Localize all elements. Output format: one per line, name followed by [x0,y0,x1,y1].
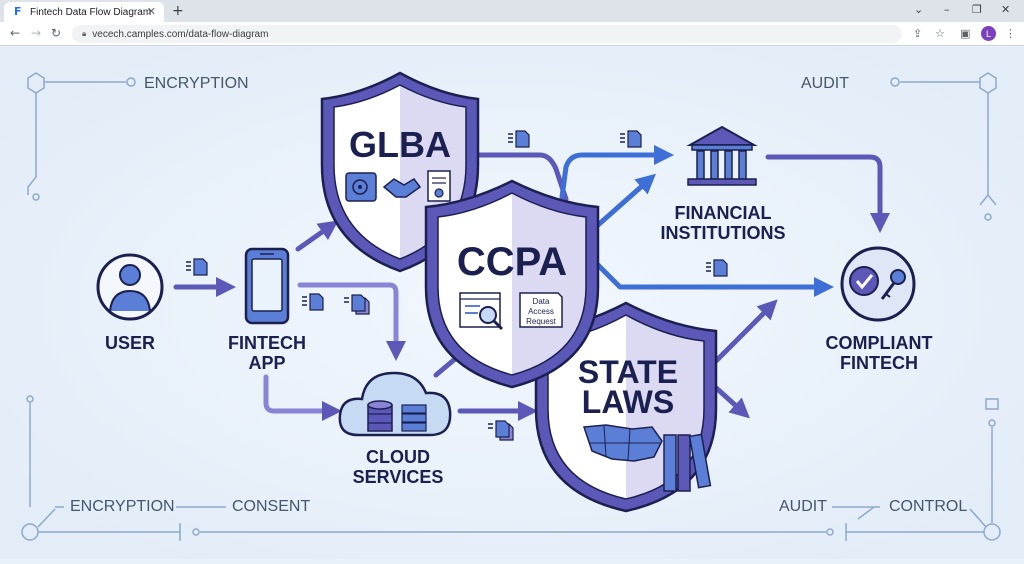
menu-kebab-icon[interactable]: ⋮ [1005,27,1016,40]
data-access-request-note: Data Access Request [519,292,563,328]
reload-icon[interactable]: ↻ [51,26,62,40]
ccpa-note-line-1: Data [533,297,550,306]
arrow-app-to-cloud [297,282,406,361]
label-consent: CONSENT [232,498,310,515]
compliant-label-2: FINTECH [840,353,918,373]
handshake-icon [382,178,422,198]
side-panel-icon[interactable]: ▣ [960,27,971,40]
back-icon[interactable]: ← [10,26,21,40]
minimize-icon[interactable]: – [944,3,950,16]
server-icon [401,404,427,432]
cloud-label-2: SERVICES [353,467,444,487]
safe-icon [345,172,377,202]
user-node: USER [96,253,164,353]
glba-shield: GLBA [320,71,480,273]
document-icon [620,130,642,148]
ccpa-label: CCPA [457,240,567,284]
ccpa-note-line-3: Request [526,317,557,326]
browser-tab[interactable]: F Fintech Data Flow Diagram ✕ [4,2,164,22]
state-laws-label-1: STATE [578,354,678,390]
magnifier-document-icon [459,292,504,331]
favicon-icon: F [14,5,22,18]
compliant-label-1: COMPLIANT [826,333,933,353]
arrow-app-to-glba [295,220,339,252]
institutions-label-1: FINANCIAL [675,203,772,223]
label-encryption-top: ENCRYPTION [144,75,249,92]
tab-title: Fintech Data Flow Diagram [30,6,152,18]
glba-label: GLBA [349,124,451,165]
tab-search-icon[interactable]: ⌄ [914,3,924,16]
document-icon [302,293,324,311]
flow-arrows [173,145,890,421]
financial-institutions-node: FINANCIAL INSTITUTIONS [661,125,786,243]
browser-toolbar: ← → ↻ 🔒︎ vecech.camples.com/data-flow-di… [0,22,1024,46]
compliant-fintech-node: COMPLIANT FINTECH [826,246,933,373]
forward-icon[interactable]: → [31,26,42,40]
institutions-label-2: INSTITUTIONS [661,223,786,243]
state-laws-shield: STATE LAWS [534,301,718,513]
fintech-app-label-2: APP [248,353,285,373]
document-icon [706,259,728,277]
close-tab-icon[interactable]: ✕ [146,5,156,18]
document-stack-icon [488,420,514,441]
new-tab-button[interactable]: + [172,3,184,19]
key-icon [880,269,906,300]
bookmark-star-icon[interactable]: ☆ [935,27,945,40]
user-label: USER [105,333,155,353]
us-map-icon [582,424,663,462]
check-shield-icon [849,266,879,296]
arrow-ccpa-to-institutions [595,173,656,228]
law-books-icon [663,433,712,492]
browser-tab-bar: F Fintech Data Flow Diagram ✕ + ⌄ – ❐ ✕ [0,0,1024,22]
user-icon [109,264,151,312]
ccpa-shield: CCPA Data Access Request [424,179,600,389]
label-audit-top: AUDIT [801,75,849,92]
url-text: vecech.camples.com/data-flow-diagram [92,28,269,40]
document-icon [508,130,530,148]
document-icons [186,130,728,441]
cloud-label-1: CLOUD [366,447,430,467]
corner-labels: ENCRYPTION AUDIT ENCRYPTION CONSENT AUDI… [70,75,967,515]
certificate-icon [427,170,451,202]
restore-icon[interactable]: ❐ [972,3,982,16]
bank-icon [686,125,758,186]
ccpa-note-line-2: Access [528,307,554,316]
database-icon [367,400,393,432]
avatar[interactable]: L [981,26,996,41]
fintech-app-label-1: FINTECH [228,333,306,353]
frame-lines [21,72,1001,541]
fintech-app-node: FINTECH APP [228,247,306,373]
arrow-to-institutions [559,145,674,200]
state-laws-label-2: LAWS [582,384,674,420]
label-control: CONTROL [889,498,967,515]
label-encryption-bottom: ENCRYPTION [70,498,175,515]
lock-icon[interactable]: 🔒︎ [82,29,87,38]
window-close-icon[interactable]: ✕ [1001,3,1011,16]
address-bar[interactable]: 🔒︎ vecech.camples.com/data-flow-diagram [72,25,902,43]
arrow-app-to-cloud-lower [263,374,342,421]
arrow-institutions-to-compliant [765,154,890,233]
document-icon [186,258,208,276]
cloud-services-node: CLOUD SERVICES [338,371,452,487]
document-stack-icon [344,294,370,315]
share-icon[interactable]: ⇪ [913,27,923,40]
phone-icon [244,247,290,325]
diagram-canvas: ENCRYPTION AUDIT ENCRYPTION CONSENT AUDI… [0,47,1024,559]
arrow-glba-across [467,152,569,202]
label-audit-bottom: AUDIT [779,498,827,515]
arrow-ccpa-to-compliant [595,262,834,297]
data-flow-diagram: ENCRYPTION AUDIT ENCRYPTION CONSENT AUDI… [0,47,1024,559]
